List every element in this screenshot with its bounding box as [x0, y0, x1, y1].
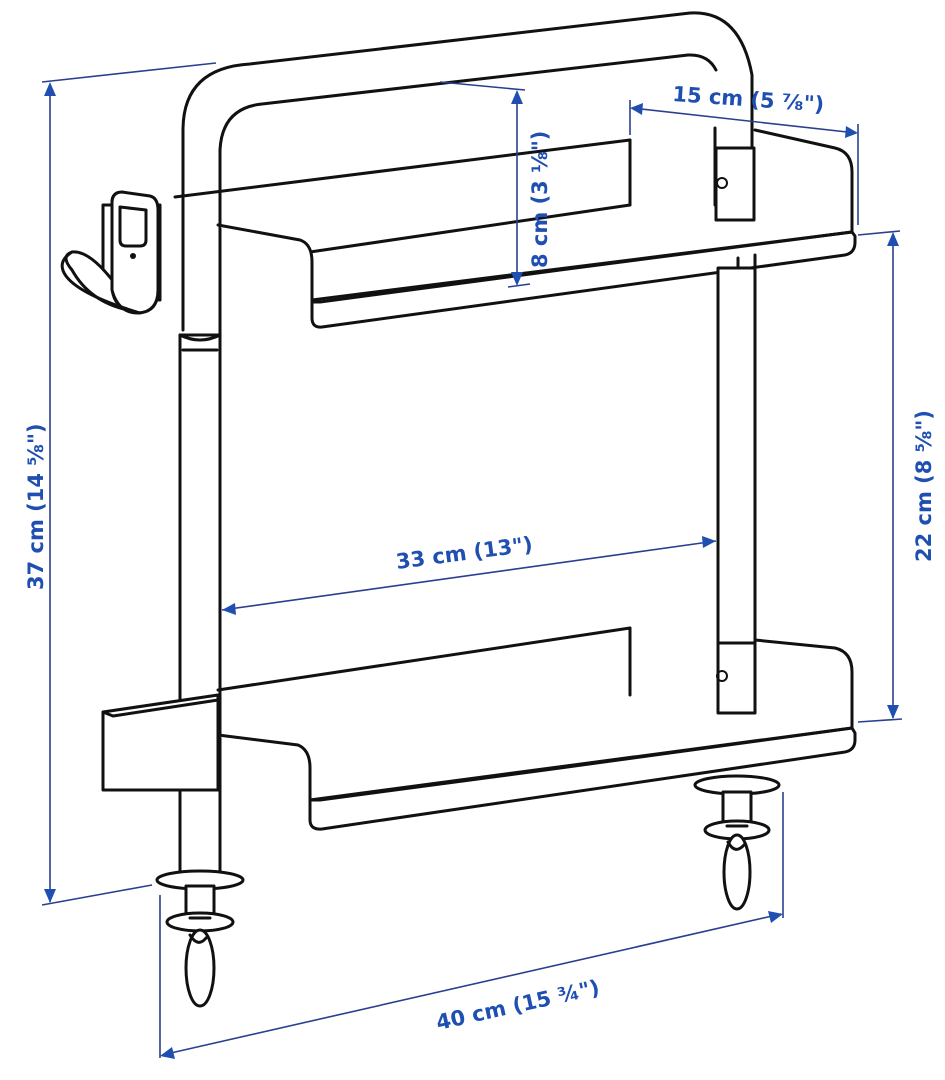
label-total-width: 40 cm (15 ¾") [434, 975, 602, 1034]
label-shelf-spacing: 22 cm (8 ⅝") [912, 410, 936, 562]
hook [60, 190, 162, 315]
dimension-shelf-depth [629, 100, 859, 225]
dimension-top-frame-height [439, 81, 531, 288]
dimension-total-width [159, 792, 784, 1059]
right-post [716, 266, 757, 715]
right-caster [693, 774, 781, 911]
bottom-shelf [101, 626, 857, 831]
left-caster [155, 869, 245, 1008]
top-shelf [173, 126, 857, 329]
screw-icon [716, 177, 728, 189]
screw-icon [716, 670, 728, 682]
top-shelf-bracket [714, 146, 756, 222]
dimension-shelf-spacing [857, 230, 903, 723]
dimension-total-height [41, 62, 217, 906]
left-post [178, 333, 222, 877]
handle-frame [181, 11, 754, 337]
hook-screw-icon [130, 253, 136, 259]
label-total-height: 37 cm (14 ⅝") [24, 423, 48, 590]
label-shelf-depth: 15 cm (5 ⅞") [672, 82, 825, 117]
dimension-inner-width [221, 536, 717, 615]
label-top-frame-height: 8 cm (3 ⅛") [528, 131, 552, 268]
label-inner-width: 33 cm (13") [395, 532, 535, 574]
